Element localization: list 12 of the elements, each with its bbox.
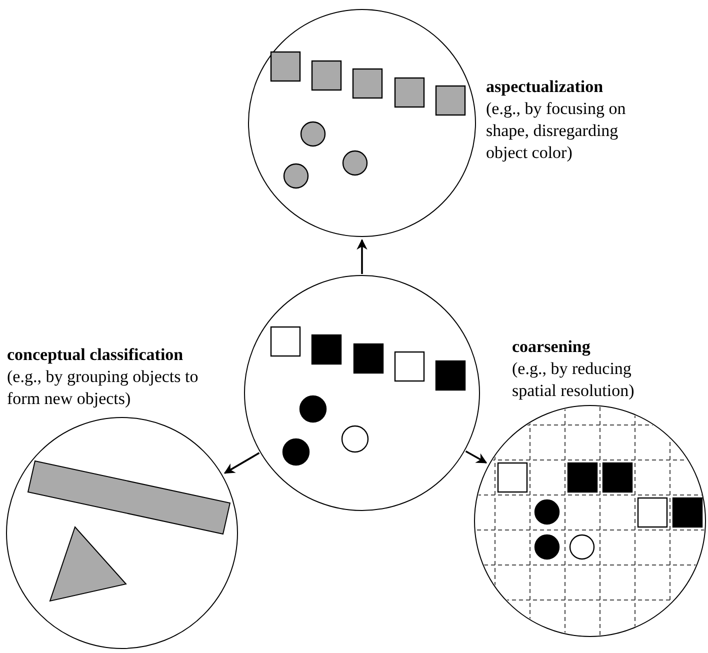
circle-node: [244, 275, 480, 511]
arrow: [356, 238, 368, 274]
description-text: (e.g., by reducing spatial resolution): [512, 358, 636, 402]
arrow: [465, 450, 488, 464]
heading-text: coarsening: [512, 336, 590, 358]
description-text: (e.g., by focusing on shape, disregarding object color): [486, 98, 627, 164]
description-text: (e.g., by grouping objects to form new objects): [7, 366, 200, 410]
circle-node: [248, 9, 476, 237]
heading-text: aspectualization: [486, 76, 604, 98]
arrow: [224, 452, 260, 474]
circle-node: [6, 417, 238, 649]
heading-text: conceptual classification: [7, 344, 184, 366]
